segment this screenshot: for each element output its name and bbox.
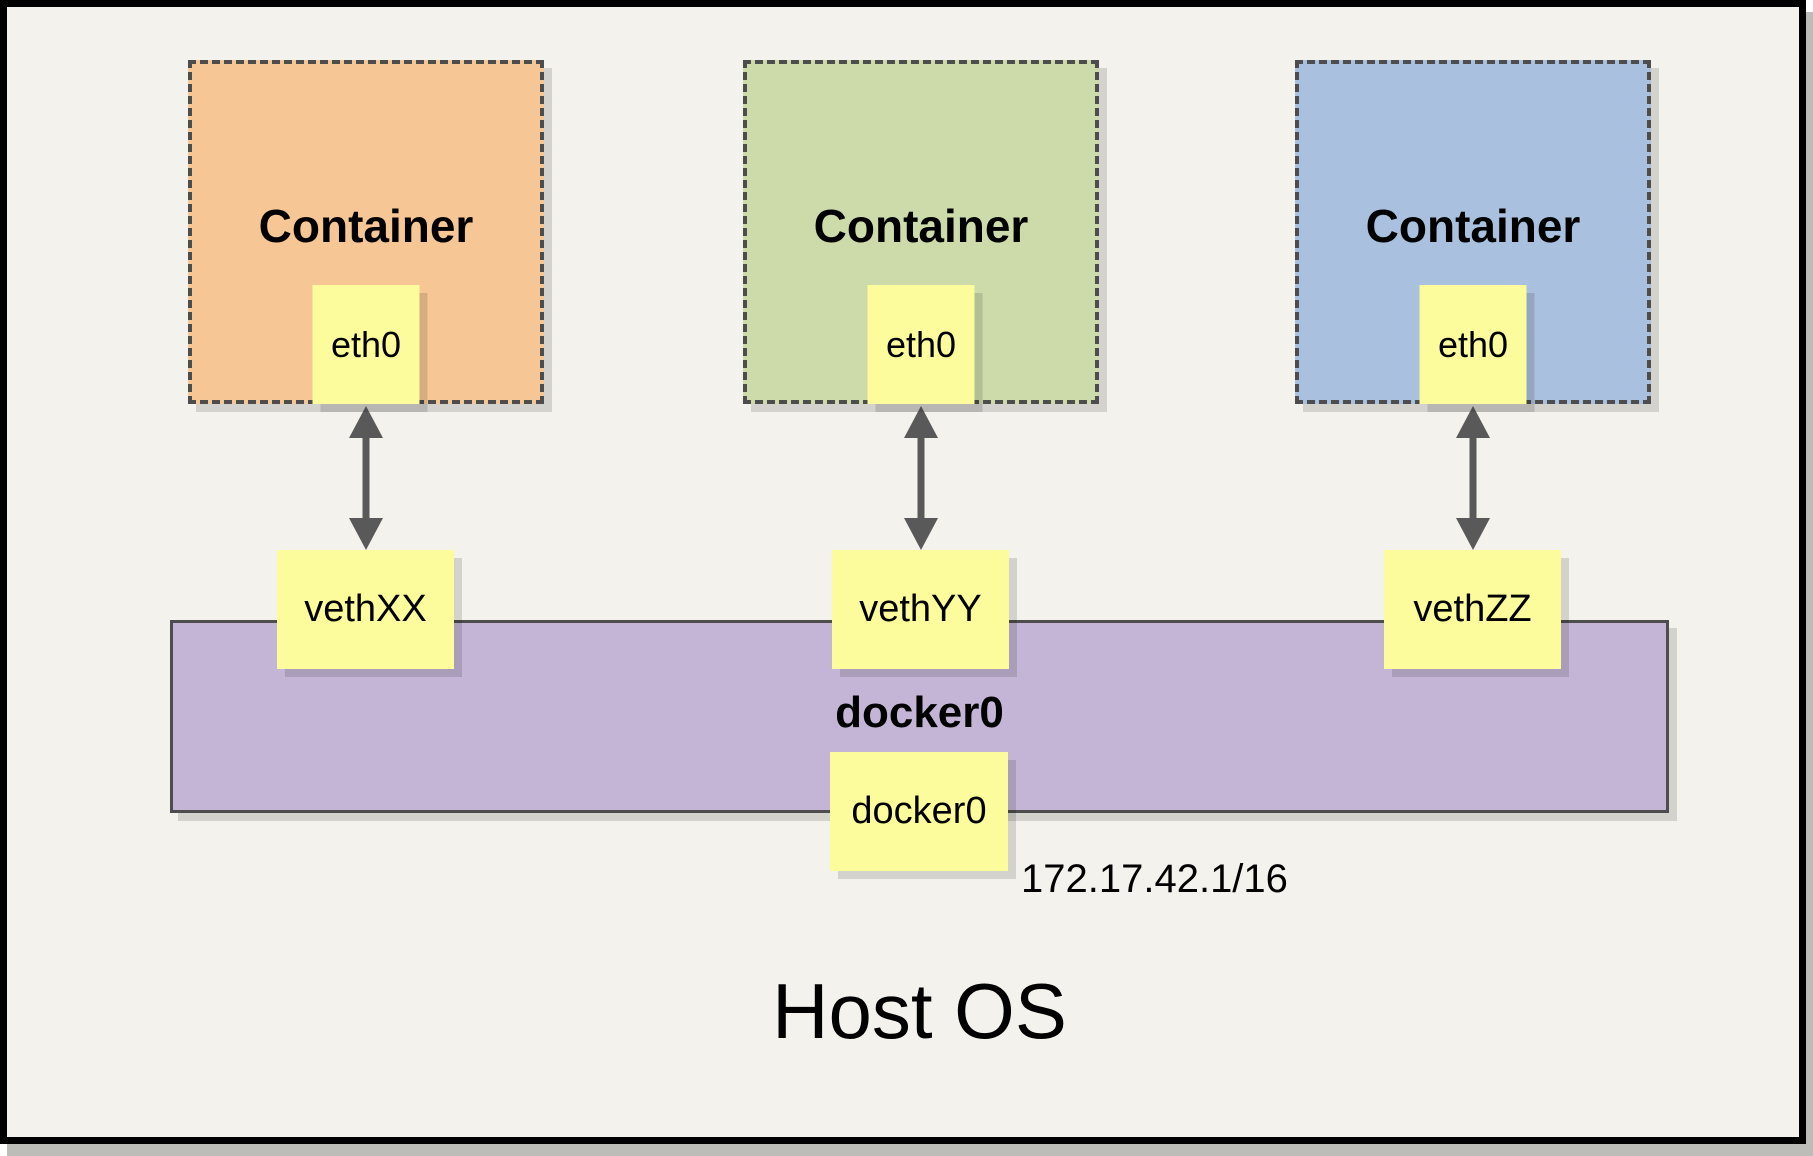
- container-box-2: Container eth0: [743, 60, 1099, 404]
- container-box-1: Container eth0: [188, 60, 544, 404]
- container-3-eth0-label: eth0: [1437, 323, 1509, 365]
- host-os-title: Host OS: [772, 967, 1067, 1055]
- container-2-eth0-chip: eth0: [867, 285, 975, 404]
- veth-chip-3: vethZZ: [1384, 550, 1561, 669]
- veth-chip-2: vethYY: [832, 550, 1009, 669]
- arrow-shaft: [362, 430, 370, 526]
- bidirectional-arrow-3: [1453, 406, 1493, 550]
- arrow-down-icon: [1456, 518, 1490, 550]
- container-2-label: Container: [813, 200, 1029, 252]
- arrow-shaft: [1469, 430, 1477, 526]
- docker0-interface-chip: docker0: [830, 752, 1008, 871]
- arrow-down-icon: [904, 518, 938, 550]
- veth-3-label: vethZZ: [1413, 588, 1532, 630]
- bidirectional-arrow-2: [901, 406, 941, 550]
- veth-1-label: vethXX: [304, 588, 427, 630]
- container-2-eth0-label: eth0: [885, 323, 957, 365]
- docker0-interface-label: docker0: [851, 790, 987, 832]
- container-1-eth0-chip: eth0: [312, 285, 420, 404]
- docker0-bridge-label: docker0: [835, 688, 1004, 737]
- bridge-ip-address: 172.17.42.1/16: [1021, 857, 1288, 901]
- container-box-3: Container eth0: [1295, 60, 1651, 404]
- veth-chip-1: vethXX: [277, 550, 454, 669]
- container-1-eth0-label: eth0: [330, 323, 402, 365]
- container-3-eth0-chip: eth0: [1419, 285, 1527, 404]
- bidirectional-arrow-1: [346, 406, 386, 550]
- container-1-label: Container: [258, 200, 474, 252]
- veth-2-label: vethYY: [859, 588, 982, 630]
- arrow-down-icon: [349, 518, 383, 550]
- container-3-label: Container: [1365, 200, 1581, 252]
- arrow-shaft: [917, 430, 925, 526]
